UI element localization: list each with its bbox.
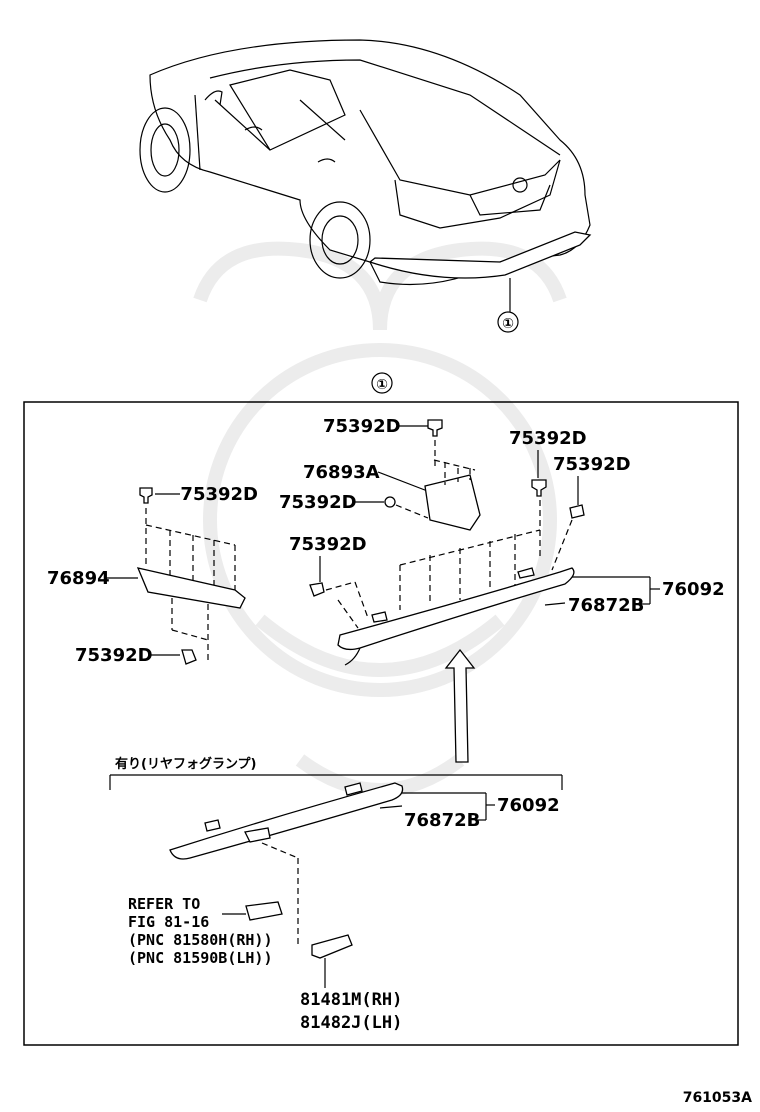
clip-top-center: 75392D xyxy=(323,416,443,470)
clip-mid-left: 75392D xyxy=(279,492,429,519)
spoiler-assembly-upper: 75392D 76872B 76092 xyxy=(289,529,725,666)
detail-frame xyxy=(23,401,739,1046)
assembly-arrow xyxy=(444,648,476,763)
frame-callout-circle xyxy=(371,372,393,394)
spoiler-assembly-lower: 76872B 76092 xyxy=(169,782,560,945)
label-76092-upper: 76092 xyxy=(662,579,725,600)
refer-line-4: (PNC 81590B(LH)) xyxy=(128,949,273,967)
callout-number: ① xyxy=(502,316,514,332)
variant-section: 有り(リヤフォグランプ) xyxy=(109,756,563,790)
label-75392d-spoiler-left: 75392D xyxy=(289,534,367,555)
refer-line-2: FIG 81-16 xyxy=(128,913,209,931)
label-75392d-left-top: 75392D xyxy=(180,484,258,505)
label-76872b-upper: 76872B xyxy=(568,595,644,616)
cover-76894: 75392D 76894 75392D xyxy=(47,484,258,666)
frame-callout-number: ① xyxy=(376,377,388,393)
watermark-emblem xyxy=(193,241,567,797)
label-76092-lower: 76092 xyxy=(497,795,560,816)
callout-circle xyxy=(497,311,519,333)
refer-line-3: (PNC 81580H(RH)) xyxy=(128,931,273,949)
fog-lamp-parts: REFER TO FIG 81-16 (PNC 81580H(RH)) (PNC… xyxy=(128,895,402,1033)
variant-label: 有り(リヤフォグランプ) xyxy=(115,756,257,772)
label-75392d-mid: 75392D xyxy=(279,492,357,513)
label-81482j: 81482J(LH) xyxy=(300,1013,402,1033)
label-75392d-right: 75392D xyxy=(509,428,587,449)
refer-line-1: REFER TO xyxy=(128,895,200,913)
label-75392d-left-bottom: 75392D xyxy=(75,645,153,666)
label-76894: 76894 xyxy=(47,568,110,589)
label-76893a: 76893A xyxy=(303,462,380,483)
clip-right-pair: 75392D 75392D xyxy=(509,428,631,571)
figure-id: 761053A xyxy=(683,1090,752,1106)
cover-76893a: 76893A xyxy=(303,459,481,531)
label-76872b-lower: 76872B xyxy=(404,810,480,831)
label-81481m: 81481M(RH) xyxy=(300,990,402,1010)
label-75392d-top: 75392D xyxy=(323,416,401,437)
label-75392d-far-right: 75392D xyxy=(553,454,631,475)
car-illustration: ① xyxy=(139,39,592,333)
